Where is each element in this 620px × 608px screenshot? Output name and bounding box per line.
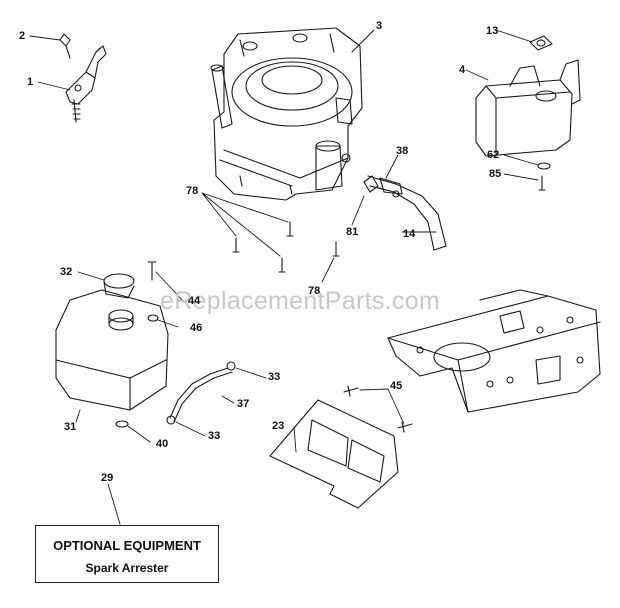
callout-32: 32: [60, 266, 73, 278]
heat-shield-drawing: [269, 385, 413, 509]
callout-33-lower: 33: [208, 430, 221, 442]
optional-equipment-box: OPTIONAL EQUIPMENT Spark Arrester: [35, 525, 219, 583]
callout-23: 23: [272, 420, 285, 432]
optional-equipment-title: OPTIONAL EQUIPMENT: [53, 538, 201, 553]
callout-29: 29: [101, 472, 114, 484]
callout-85: 85: [489, 168, 502, 180]
callout-38: 38: [396, 145, 409, 157]
callout-2: 2: [19, 30, 26, 42]
leader-lines: [29, 29, 539, 525]
callout-3: 3: [376, 20, 383, 32]
watermark-text: eReplacementParts.com: [160, 287, 441, 315]
fuel-line-drawing: [166, 361, 236, 425]
callout-40: 40: [156, 438, 169, 450]
spark-arrester-label: Spark Arrester: [85, 561, 169, 575]
callout-44: 44: [188, 295, 201, 307]
callout-78-lower: 78: [308, 285, 321, 297]
engine-bolts-drawing: [232, 221, 340, 273]
callout-31: 31: [64, 421, 77, 433]
callout-46: 46: [190, 322, 203, 334]
callout-45: 45: [390, 380, 403, 392]
engine-drawing: [210, 27, 363, 201]
callout-37: 37: [237, 398, 250, 410]
chassis-frame-drawing: [387, 289, 601, 413]
callout-62: 62: [487, 149, 500, 161]
fuel-tank-drawing: [55, 261, 169, 428]
callout-78-upper: 78: [186, 185, 199, 197]
muffler-drawing: [475, 35, 581, 191]
callout-4: 4: [459, 64, 466, 76]
callout-13: 13: [486, 25, 499, 37]
throttle-control-drawing: [59, 33, 107, 123]
callout-14: 14: [403, 228, 416, 240]
callout-1: 1: [27, 76, 34, 88]
callout-81: 81: [346, 226, 359, 238]
exhaust-pipe-drawing: [363, 175, 447, 251]
callout-33-upper: 33: [268, 371, 281, 383]
